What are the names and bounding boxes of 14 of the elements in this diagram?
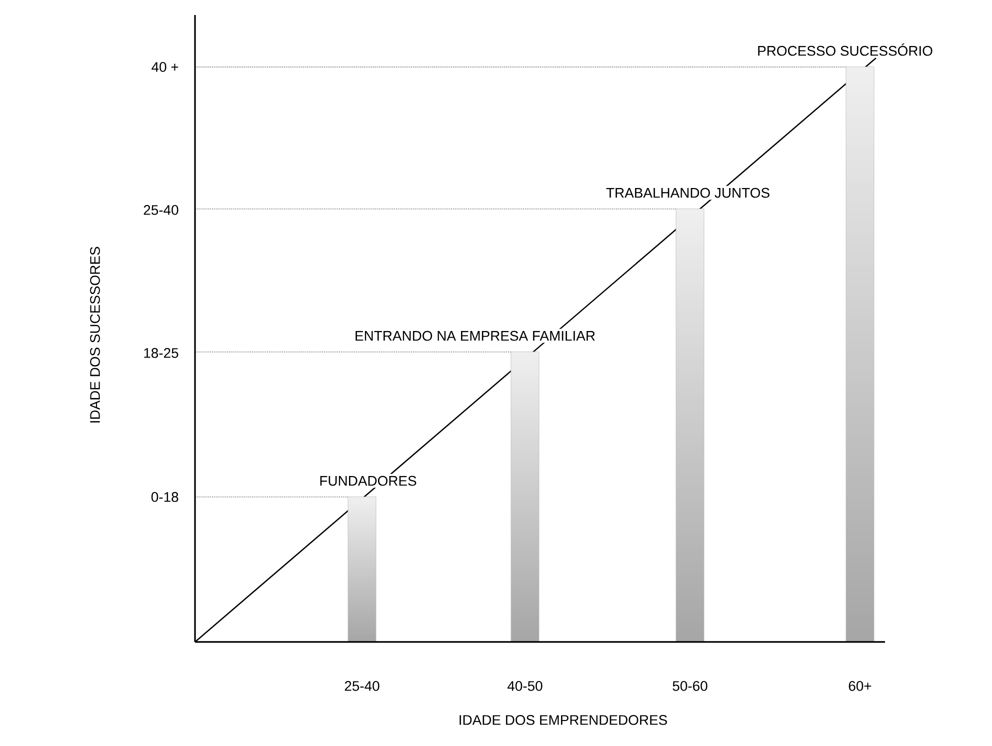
bar-label: FUNDADORES — [317, 474, 419, 488]
tick-label: 40-50 — [507, 681, 542, 691]
tick-label: 50-60 — [672, 681, 708, 691]
tick-label: 18-25 — [144, 348, 178, 358]
bar-label: TRABALHANDO JUNTOS — [604, 186, 772, 200]
tick-label: 25-40 — [344, 681, 380, 691]
tick-label: 0-18 — [151, 492, 178, 502]
tick-label: 60+ — [848, 681, 872, 691]
axis-title: IDADE DOS SUCESSORES — [90, 246, 100, 422]
tick-label: 25-40 — [144, 205, 178, 215]
bar-label: ENTRANDO NA EMPRESA FAMILIAR — [352, 328, 598, 343]
axis-title: IDADE DOS EMPRENDEDORES — [460, 715, 667, 725]
bar-label: PROCESSO SUCESSÓRIO — [755, 42, 935, 58]
tick-label: 40 + — [152, 62, 178, 72]
